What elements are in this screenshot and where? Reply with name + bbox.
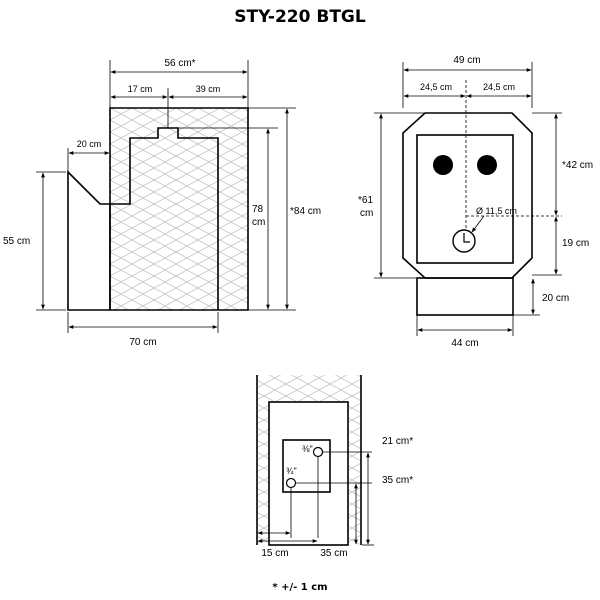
front-base [416,277,514,316]
page-title: STY-220 BTGL [234,7,366,27]
dim-right-half: 24,5 cm [483,82,515,92]
rear-view: ⅜" ¾" 21 cm* 35 cm* 15 cm 35 cm [256,375,413,559]
dim-left-height-value: *61 [358,195,373,206]
dim-inner-height-value: 78 [252,204,264,215]
fitting-lower-icon [285,477,297,489]
dim-base-height: 20 cm [542,293,569,304]
dim-step-width: 20 cm [77,139,102,149]
heater-contour [110,127,219,310]
dim-inner-height-unit: cm [252,217,265,228]
dim-rear-upper: 21 cm* [382,436,413,447]
dim-rear-bottom-left: 15 cm [261,548,288,559]
dim-front-height: 55 cm [3,236,30,247]
dim-upper-right: *42 cm [562,160,593,171]
dim-total-height: *84 cm [290,206,321,217]
fitting-upper-icon [312,446,324,458]
dim-top-width: 56 cm* [164,58,195,69]
dim-bottom-width: 70 cm [129,337,156,348]
dim-top-left: 17 cm [128,84,153,94]
dim-top-right: 39 cm [196,84,221,94]
dim-left-half: 24,5 cm [420,82,452,92]
dim-lower-right: 19 cm [562,238,589,249]
footnote: * +/- 1 cm [272,582,327,593]
dim-rear-bottom-right: 35 cm [320,548,347,559]
clock-icon [452,229,476,253]
knob-right-icon [477,155,497,175]
dim-rear-lower: 35 cm* [382,475,413,486]
side-view: 56 cm* 17 cm 39 cm 20 cm 55 cm 78 cm *84… [3,58,321,348]
stone-body [110,108,248,310]
dim-left-height-unit: cm [360,208,373,219]
front-window [416,134,514,264]
front-view: 49 cm 24,5 cm 24,5 cm *61 cm *42 cm 19 c… [358,55,593,349]
fitting-upper-label: ⅜" [302,444,313,454]
knob-left-icon [433,155,453,175]
dim-front-width: 49 cm [453,55,480,66]
dim-clock-diameter: Ø 11,5 cm [476,206,517,216]
dim-base-width: 44 cm [451,338,478,349]
front-panel [67,170,111,311]
fitting-lower-label: ¾" [286,466,297,476]
